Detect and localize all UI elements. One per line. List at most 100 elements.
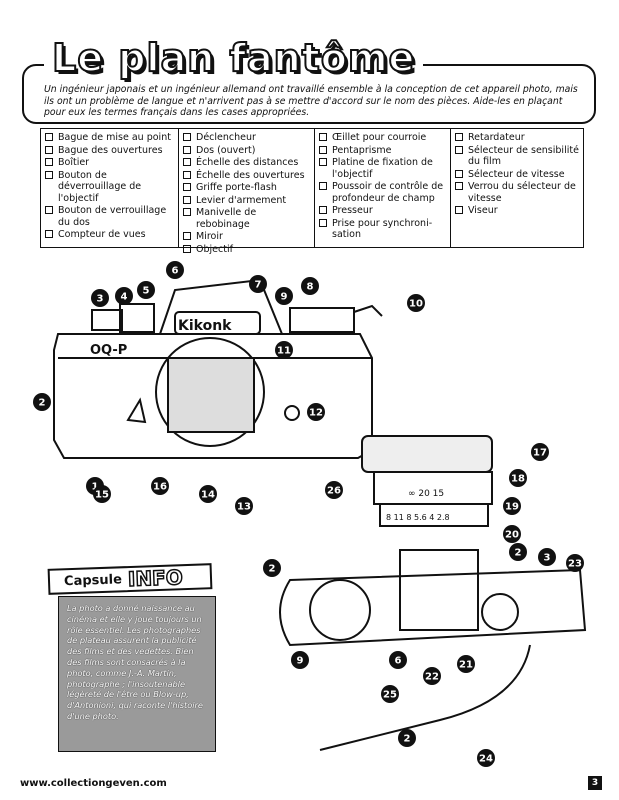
- term-item[interactable]: Sélecteur de sensibilité du film: [455, 145, 579, 168]
- callout-circle: [166, 261, 184, 279]
- term-item[interactable]: Retardateur: [455, 132, 579, 144]
- term-item[interactable]: Sélecteur de vitesse: [455, 169, 579, 181]
- checkbox-icon[interactable]: [455, 145, 463, 154]
- callout-circle: [477, 749, 495, 767]
- callout-circle: [307, 403, 325, 421]
- callout-label: 19: [505, 502, 519, 513]
- term-item[interactable]: Levier d'armement: [183, 195, 310, 207]
- callout-label: 17: [533, 448, 547, 459]
- callout-label: 23: [568, 559, 582, 570]
- checkbox-icon[interactable]: [319, 206, 327, 214]
- checkbox-icon[interactable]: [183, 232, 191, 240]
- callout-label: 7: [255, 280, 262, 291]
- term-item[interactable]: Compteur de vues: [45, 229, 174, 241]
- checkbox-icon[interactable]: [45, 158, 53, 166]
- checkbox-icon[interactable]: [319, 182, 327, 190]
- callout-label: 2: [515, 548, 522, 559]
- checkbox-icon[interactable]: [319, 133, 327, 141]
- term-item[interactable]: Poussoir de contrôle de profondeur de ch…: [319, 181, 446, 204]
- page-title: Le plan fantôme: [44, 35, 424, 81]
- checkbox-icon[interactable]: [45, 133, 53, 141]
- checkbox-icon[interactable]: [455, 133, 463, 141]
- title-block: Le plan fantôme: [22, 35, 596, 124]
- term-item[interactable]: Miroir: [183, 231, 310, 243]
- camera-brand: Kikonk: [178, 318, 232, 334]
- term-item[interactable]: Bouton de déverrouillage de l'objectif: [45, 170, 174, 205]
- term-label: Pentaprisme: [332, 144, 392, 156]
- checkbox-icon[interactable]: [319, 158, 327, 166]
- capsule-header: Capsule INFO: [47, 563, 213, 595]
- term-item[interactable]: Œillet pour courroie: [319, 132, 446, 144]
- term-item[interactable]: Pentaprisme: [319, 145, 446, 157]
- term-item[interactable]: Bouton de verrouillage du dos: [45, 205, 174, 228]
- callout-circle: [325, 481, 343, 499]
- term-item[interactable]: Verrou du sélecteur de vitesse: [455, 181, 579, 204]
- lens-scale-outline: [373, 471, 493, 505]
- checkbox-icon[interactable]: [319, 218, 327, 227]
- term-label: Objectif: [196, 243, 233, 255]
- callout-label: 2: [39, 398, 46, 409]
- callout-label: 22: [425, 672, 439, 683]
- distance-scale: ∞ 20 15: [408, 489, 444, 499]
- checkbox-icon[interactable]: [183, 133, 191, 141]
- term-item[interactable]: Platine de fixation de l'objectif: [319, 157, 446, 180]
- callout-label: 20: [505, 530, 519, 541]
- callout-circle: [457, 655, 475, 673]
- checkbox-icon[interactable]: [45, 170, 53, 179]
- term-label: Griffe porte-flash: [196, 182, 277, 193]
- terms-column-1: Bague de mise au point Bague des ouvertu…: [41, 129, 179, 247]
- term-item[interactable]: Griffe porte-flash: [183, 182, 310, 194]
- callout-circle: [33, 393, 51, 411]
- callout-label: 16: [153, 482, 167, 493]
- checkbox-icon[interactable]: [183, 183, 191, 191]
- term-label: Miroir: [196, 231, 223, 242]
- callout-label: 26: [327, 486, 341, 497]
- checkbox-icon[interactable]: [183, 170, 191, 179]
- callout-label: 18: [511, 474, 525, 485]
- term-item[interactable]: Presseur: [319, 205, 446, 217]
- footer-url[interactable]: www.collectiongeven.com: [20, 778, 167, 789]
- callout-label: 25: [383, 690, 397, 701]
- term-item[interactable]: Dos (ouvert): [183, 145, 310, 157]
- checkbox-icon[interactable]: [455, 182, 463, 190]
- checkbox-icon[interactable]: [183, 244, 191, 253]
- term-item[interactable]: Bague des ouvertures: [45, 145, 174, 157]
- term-item[interactable]: Boîtier: [45, 157, 174, 169]
- term-item[interactable]: Déclencheur: [183, 132, 310, 144]
- checkbox-icon[interactable]: [45, 206, 53, 214]
- term-item[interactable]: Objectif: [183, 244, 310, 256]
- checkbox-icon[interactable]: [45, 230, 53, 238]
- callout-circle: [263, 559, 281, 577]
- term-item[interactable]: Prise pour synchroni-sation: [319, 218, 446, 241]
- checkbox-icon[interactable]: [183, 208, 191, 216]
- callout-circle: [566, 554, 584, 572]
- term-label: Poussoir de contrôle de profondeur de ch…: [332, 181, 444, 204]
- checkbox-icon[interactable]: [45, 145, 53, 154]
- checkbox-icon[interactable]: [183, 158, 191, 166]
- checkbox-icon[interactable]: [183, 195, 191, 204]
- term-item[interactable]: Échelle des distances: [183, 157, 310, 169]
- callout-circle: [91, 289, 109, 307]
- term-item[interactable]: Échelle des ouvertures: [183, 170, 310, 182]
- callout-circle: [93, 485, 111, 503]
- term-item[interactable]: Manivelle de rebobinage: [183, 207, 310, 230]
- term-item[interactable]: Bague de mise au point: [45, 132, 174, 144]
- term-label: Retardateur: [468, 132, 525, 143]
- callout-circle: [407, 294, 425, 312]
- checkbox-icon[interactable]: [455, 169, 463, 178]
- page-number: 3: [588, 776, 602, 790]
- callout-circle: [531, 443, 549, 461]
- lens-mount-outline: [155, 337, 265, 447]
- callout-circle: [423, 667, 441, 685]
- term-label: Viseur: [468, 205, 498, 216]
- speed-dial-outline: [481, 593, 519, 631]
- checkbox-icon[interactable]: [455, 206, 463, 214]
- callout-label: 8: [307, 282, 314, 293]
- term-item[interactable]: Viseur: [455, 205, 579, 217]
- capsule-text: La photo a donné naissance au cinéma et …: [58, 596, 216, 752]
- checkbox-icon[interactable]: [183, 145, 191, 154]
- viewfinder-outline: [399, 549, 479, 631]
- focus-ring-outline: [361, 435, 493, 473]
- checkbox-icon[interactable]: [319, 145, 327, 154]
